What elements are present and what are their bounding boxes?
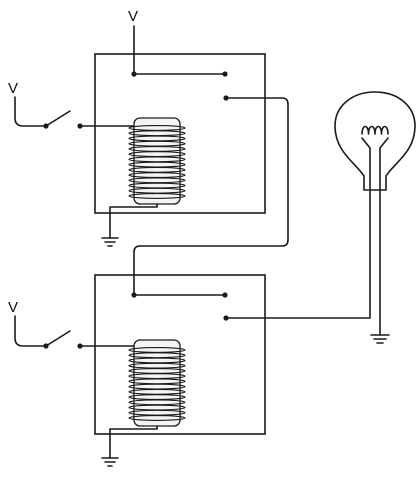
coil-winding-turn — [128, 193, 186, 199]
relay-1-fixed-contact — [222, 71, 228, 77]
ground-icon — [101, 457, 119, 467]
voltage-label-switch-2: V — [8, 299, 18, 316]
coil-winding-turn — [128, 415, 186, 421]
relay-2-fixed-contact — [222, 292, 228, 298]
relay-2-housing — [94, 274, 266, 435]
relay-1 — [94, 53, 266, 214]
bulb-filament-support — [361, 137, 389, 149]
relay-2-output-wire — [225, 189, 371, 319]
voltage-label-switch-1: V — [8, 80, 18, 97]
relay-1-housing — [94, 53, 266, 214]
ground-icon — [101, 237, 119, 247]
relay-1-coil-ground-wire — [109, 203, 158, 239]
ground-icon — [370, 334, 390, 344]
relay-2 — [94, 274, 266, 435]
switch-1-supply-wire — [14, 96, 47, 127]
relay-1-output-wire — [133, 97, 289, 296]
relay-2-coil — [128, 339, 186, 427]
bulb-filament — [361, 125, 389, 135]
light-bulb-icon — [334, 91, 416, 191]
switch-2-supply-wire — [14, 315, 47, 347]
switch-1-lever — [45, 110, 71, 127]
relay-2-coil-ground-wire — [109, 425, 158, 459]
switch-2-lever — [45, 330, 71, 347]
filament-coil — [361, 125, 389, 135]
relay-1-coil — [128, 117, 186, 205]
voltage-label-top: V — [128, 8, 138, 25]
bulb-glass — [334, 91, 416, 191]
